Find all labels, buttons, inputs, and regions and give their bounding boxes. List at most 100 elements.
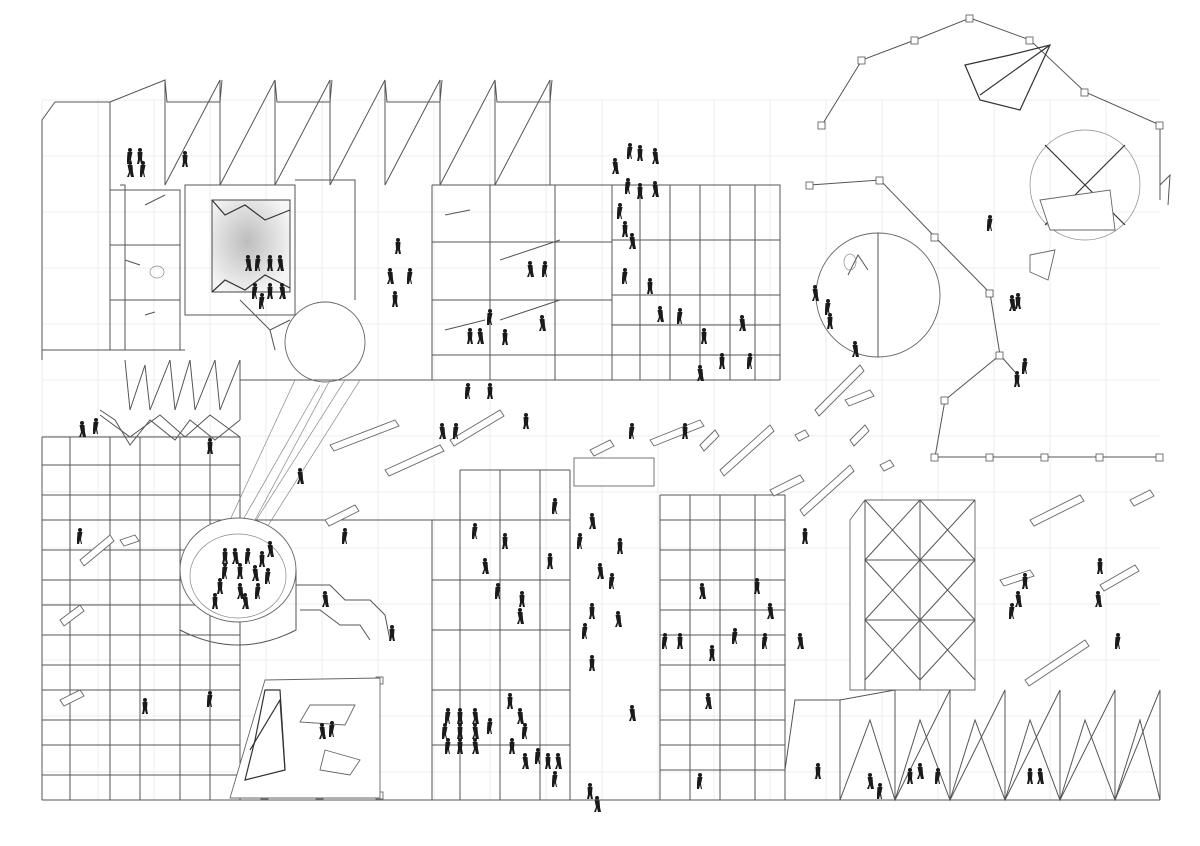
person-silhouette [662,633,668,649]
floating-panels [59,364,1155,707]
person-silhouette [127,161,134,177]
person-silhouette [93,418,99,434]
person-silhouette [754,578,760,594]
shelf-grid-center [431,184,613,380]
anchor-hook [910,36,919,45]
person-silhouette [259,551,265,567]
tilted-panel [799,464,855,517]
person-silhouette [627,143,633,159]
people-silhouettes [77,143,1121,812]
person-silhouette [657,306,664,322]
person-silhouette [207,691,213,707]
person-silhouette [79,421,86,437]
anchor-hook [805,181,814,190]
person-silhouette [342,528,348,544]
person-silhouette [547,553,553,569]
person-silhouette [267,541,274,557]
person-silhouette [245,548,251,564]
person-silhouette [827,313,833,329]
circular-pavilion-top [284,301,366,383]
person-silhouette [217,578,223,594]
person-silhouette [589,603,595,619]
person-silhouette [629,705,636,721]
anchor-hook [817,121,826,130]
person-silhouette [487,718,493,734]
tilted-panel [329,419,400,452]
anchor-hook [930,233,939,242]
person-silhouette [609,573,615,589]
tilted-panel [699,429,720,452]
person-silhouette [719,353,725,369]
person-silhouette [519,591,525,607]
person-silhouette [552,498,558,514]
tilted-panel [1099,564,1140,592]
person-silhouette [1014,371,1020,387]
person-silhouette [1037,768,1044,784]
person-silhouette [677,308,683,324]
person-silhouette [709,645,715,661]
person-silhouette [1027,768,1033,784]
anchor-hook [875,176,884,185]
person-silhouette [509,738,515,754]
person-silhouette [523,413,529,429]
person-silhouette [445,708,451,724]
anchor-hook [1095,453,1104,462]
person-silhouette [622,268,628,284]
person-silhouette [472,708,479,724]
tilted-panel [79,534,115,567]
tilted-panel [119,534,140,547]
person-silhouette [329,721,335,737]
person-silhouette [265,568,271,584]
person-silhouette [625,178,631,194]
person-silhouette [465,383,471,399]
person-silhouette [587,783,593,799]
person-silhouette [77,528,83,544]
tilted-panel [1024,639,1090,687]
person-silhouette [487,309,493,325]
person-silhouette [453,423,459,439]
tilted-panel [814,364,865,417]
person-silhouette [439,423,446,439]
circular-meeting-room [179,517,391,646]
person-silhouette [589,655,595,671]
anchor-hook [995,351,1004,360]
person-silhouette [389,625,395,641]
person-silhouette [232,548,239,564]
person-silhouette [245,255,252,271]
person-silhouette [527,261,534,277]
person-silhouette [522,753,529,769]
person-silhouette [1015,293,1021,309]
person-silhouette [182,151,188,167]
person-silhouette [395,238,401,254]
person-silhouette [597,563,604,579]
person-silhouette [517,608,524,624]
anchor-hook [1155,453,1164,462]
person-silhouette [472,738,479,754]
person-silhouette [589,513,596,529]
person-silhouette [917,763,924,779]
person-silhouette [1095,591,1102,607]
folded-panels-mid-left [99,359,241,446]
person-silhouette [867,773,874,789]
person-silhouette [802,528,808,544]
person-silhouette [297,468,304,484]
person-silhouette [279,283,286,299]
tilted-panel [1129,489,1155,507]
person-silhouette [1015,591,1022,607]
person-silhouette [812,285,819,301]
person-silhouette [677,633,683,649]
person-silhouette [1115,633,1121,649]
tilted-panel [324,504,360,527]
person-silhouette [487,383,493,399]
person-silhouette [582,623,588,639]
person-silhouette [267,255,273,271]
person-silhouette [612,158,619,174]
anchor-hook [930,453,939,462]
tilted-panel [844,389,875,407]
person-silhouette [762,633,768,649]
tilted-panel [999,569,1035,587]
person-silhouette [482,558,489,574]
person-silhouette [594,796,601,812]
person-silhouette [387,268,394,284]
